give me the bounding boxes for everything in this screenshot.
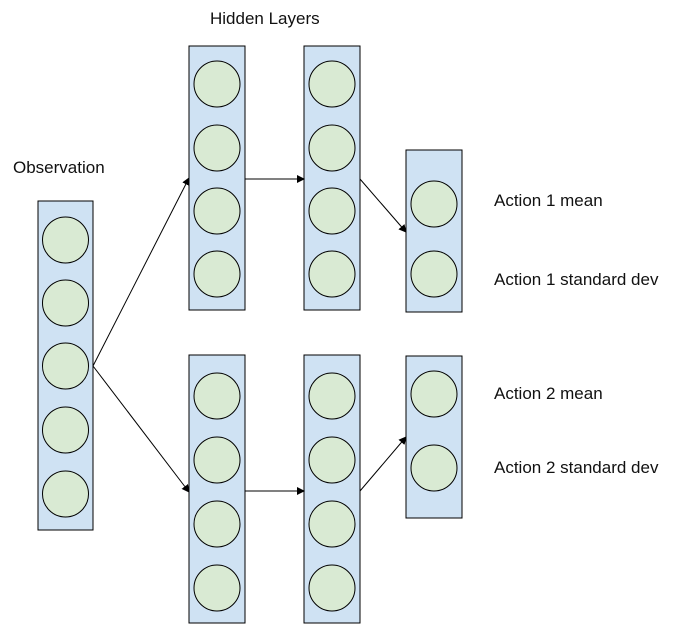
arrow-hidden-2a-to-output-a	[359, 178, 407, 233]
arrow-observation-to-hidden-1b	[92, 365, 190, 493]
neuron-node	[193, 372, 241, 420]
action1-std-label: Action 1 standard dev	[494, 270, 659, 289]
action1-mean-label: Action 1 mean	[494, 191, 603, 210]
arrow-observation-to-hidden-1a	[92, 177, 190, 367]
neuron-node	[410, 370, 458, 418]
neuron-node	[308, 187, 356, 235]
neuron-node	[308, 500, 356, 548]
neuron-node	[308, 372, 356, 420]
hidden-1a-layer	[188, 45, 246, 311]
neuron-node	[410, 444, 458, 492]
neuron-node	[193, 187, 241, 235]
neuron-node	[193, 564, 241, 612]
neuron-node	[42, 342, 89, 390]
observation-layer	[37, 200, 94, 531]
neuron-node	[193, 500, 241, 548]
neuron-node	[308, 124, 356, 172]
layers-group	[37, 45, 463, 624]
neuron-node	[308, 60, 356, 108]
neuron-node	[193, 436, 241, 484]
neuron-node	[42, 470, 89, 518]
output-a-layer	[405, 149, 463, 313]
neuron-node	[308, 250, 356, 298]
neuron-node	[193, 60, 241, 108]
neuron-node	[193, 124, 241, 172]
arrows-group	[92, 175, 407, 495]
neuron-node	[42, 216, 89, 264]
hidden-2a-layer	[303, 45, 361, 311]
neuron-node	[193, 250, 241, 298]
action2-std-label: Action 2 standard dev	[494, 458, 659, 477]
neuron-node	[410, 180, 458, 228]
hidden-2b-layer	[303, 354, 361, 624]
hidden-layers-label: Hidden Layers	[210, 9, 320, 28]
neuron-node	[42, 406, 89, 454]
hidden-1b-layer	[188, 354, 246, 624]
output-b-layer	[405, 355, 463, 519]
neuron-node	[410, 250, 458, 298]
arrow-hidden-2b-to-output-b	[359, 436, 407, 492]
neuron-node	[308, 564, 356, 612]
action2-mean-label: Action 2 mean	[494, 384, 603, 403]
observation-label: Observation	[13, 158, 105, 177]
neuron-node	[308, 436, 356, 484]
neuron-node	[42, 279, 89, 327]
